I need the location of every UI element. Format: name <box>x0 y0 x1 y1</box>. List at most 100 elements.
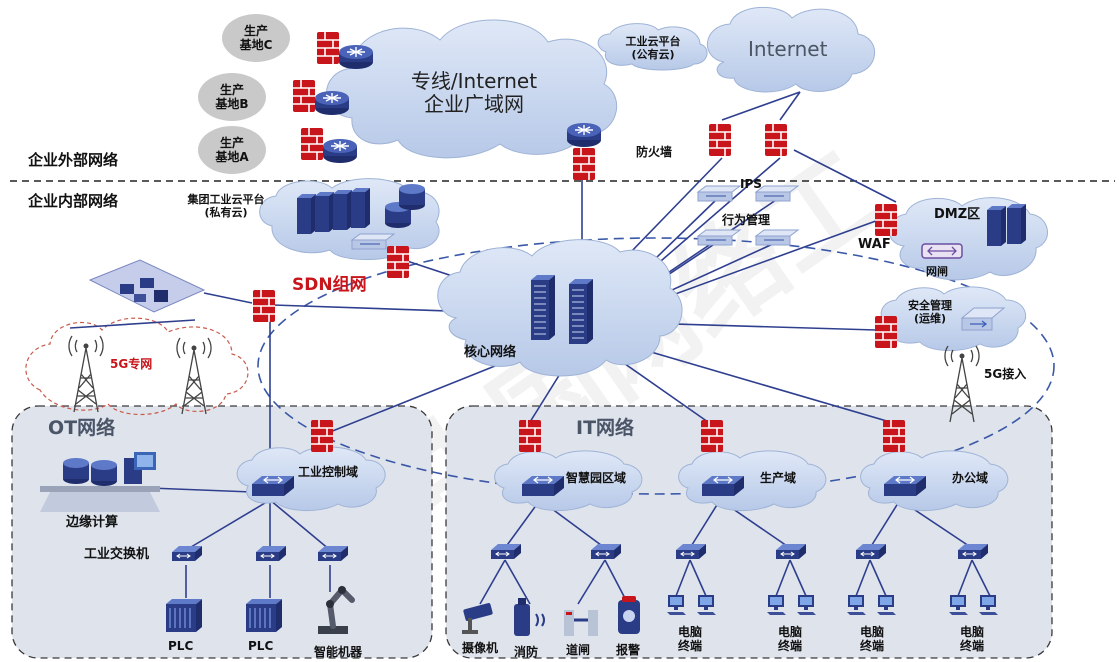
ot-firewall-icon <box>310 419 334 453</box>
edge-computing-icon <box>40 452 160 512</box>
office-access-switch-2-icon <box>957 543 989 560</box>
public-cloud-label: 工业云平台(公有云) <box>625 35 681 61</box>
site-c-router-icon <box>338 44 374 70</box>
campus-access-switch-icon <box>490 543 522 560</box>
pc-2-label: 电脑终端 <box>777 625 803 653</box>
site-b-router-icon <box>314 90 350 116</box>
dmz-server-2-icon <box>1007 204 1026 244</box>
private-cloud-firewall-icon <box>386 245 410 279</box>
plc-label: PLC <box>168 639 194 653</box>
site-c-label: 生产基地C <box>239 24 273 52</box>
production-switch-icon <box>701 475 745 497</box>
office-access-switch-icon <box>855 543 887 560</box>
wan-edge-router-icon <box>566 122 602 148</box>
site-a-badge <box>198 126 266 174</box>
gate-icon <box>564 610 598 636</box>
sdn-firewall-icon <box>252 289 276 323</box>
private-cloud-server-4-icon <box>351 188 370 228</box>
access-5g-label: 5G接入 <box>984 367 1027 381</box>
industrial-core-switch-icon <box>251 475 295 497</box>
gateway-icon <box>921 243 963 259</box>
wan-cloud <box>326 19 618 159</box>
industrial-switch-icon <box>171 545 203 562</box>
internet-cloud-label: Internet <box>748 37 828 61</box>
private-cloud-server-icon <box>297 194 316 234</box>
site-c-firewall-icon <box>316 31 340 65</box>
internal-network-label: 企业内部网络 <box>28 192 119 210</box>
it-zone-title: IT网络 <box>576 417 635 439</box>
gate-label: 道闸 <box>566 643 591 657</box>
office-switch-icon <box>883 475 927 497</box>
gateway-label: 网闸 <box>926 265 948 278</box>
plc-2-icon <box>245 598 283 633</box>
internet-firewall-icon <box>708 123 732 157</box>
private-cloud-server-3-icon <box>333 190 352 230</box>
sdn-label: SDN组网 <box>292 275 367 295</box>
site-b-label: 生产基地B <box>215 83 249 111</box>
production-access-switch-2-icon <box>775 543 807 560</box>
robot-arm-icon <box>318 585 355 634</box>
firewall-label: 防火墙 <box>636 145 673 159</box>
ips-switch-2-icon <box>755 185 799 202</box>
alarm-icon <box>618 596 640 634</box>
camera-label: 摄像机 <box>462 641 499 655</box>
alarm-label: 报警 <box>616 643 641 657</box>
security-mgmt-cloud <box>880 286 1027 352</box>
production-cloud <box>678 450 827 512</box>
waf-label: WAF <box>858 237 891 252</box>
smart-campus-label: 智慧园区域 <box>566 471 627 485</box>
dmz-label: DMZ区 <box>934 207 981 222</box>
site-b-badge <box>198 73 266 121</box>
pc-4-label: 电脑终端 <box>959 625 985 653</box>
external-network-label: 企业外部网络 <box>28 151 119 169</box>
robot-label: 智能机器 <box>314 645 363 659</box>
ot-zone-title: OT网络 <box>48 417 116 439</box>
waf-firewall-icon <box>874 203 898 237</box>
site-a-firewall-icon <box>300 127 324 161</box>
fire-label: 消防 <box>514 645 539 659</box>
industrial-switch-label: 工业交换机 <box>84 547 150 562</box>
plc-2-label: PLC <box>248 639 274 653</box>
ot-network-zone <box>11 405 433 659</box>
industrial-switch-2-icon <box>255 545 287 562</box>
campus-access-switch-2-icon <box>590 543 622 560</box>
site-a-label: 生产基地A <box>215 136 249 164</box>
security-mgmt-label: 安全管理(运维) <box>908 299 952 325</box>
office-firewall-icon <box>882 419 906 453</box>
camera-icon <box>462 603 493 634</box>
behavior-mgmt-label: 行为管理 <box>722 213 771 227</box>
core-cloud <box>437 239 683 377</box>
site-a-router-icon <box>322 138 358 164</box>
production-label: 生产域 <box>760 471 797 485</box>
core-server-2-icon <box>568 278 594 345</box>
private-5g-label: 5G专网 <box>110 357 153 371</box>
private-5g-tower-2-icon <box>176 337 212 415</box>
private-5g-tower-icon <box>68 335 104 413</box>
office-label: 办公域 <box>952 471 989 485</box>
dmz-server-icon <box>987 206 1006 246</box>
site-b-firewall-icon <box>292 79 316 113</box>
sdn-network-boundary <box>257 237 1055 495</box>
private-5g-cloud <box>25 317 249 415</box>
edge-board-icon <box>88 259 206 313</box>
private-cloud-label: 集团工业云平台(私有云) <box>187 193 265 219</box>
security-mgmt-firewall-icon <box>874 315 898 349</box>
industrial-control-label: 工业控制域 <box>298 465 359 479</box>
production-access-switch-icon <box>675 543 707 560</box>
internet-cloud <box>707 6 875 93</box>
edge-computing-label: 边缘计算 <box>66 515 119 530</box>
fire-extinguisher-icon <box>514 598 545 636</box>
production-firewall-icon <box>700 419 724 453</box>
smart-campus-firewall-icon <box>518 419 542 453</box>
plc-icon <box>165 598 203 633</box>
public-cloud <box>597 23 708 71</box>
site-c-badge <box>222 14 290 62</box>
private-cloud-storage-2-icon <box>399 184 425 210</box>
private-cloud-server-2-icon <box>315 192 334 232</box>
industrial-switch-3-icon <box>317 545 349 562</box>
core-network-label: 核心网络 <box>464 345 517 360</box>
behavior-mgmt-switch-2-icon <box>755 229 799 246</box>
wan-edge-firewall-icon <box>572 147 596 181</box>
